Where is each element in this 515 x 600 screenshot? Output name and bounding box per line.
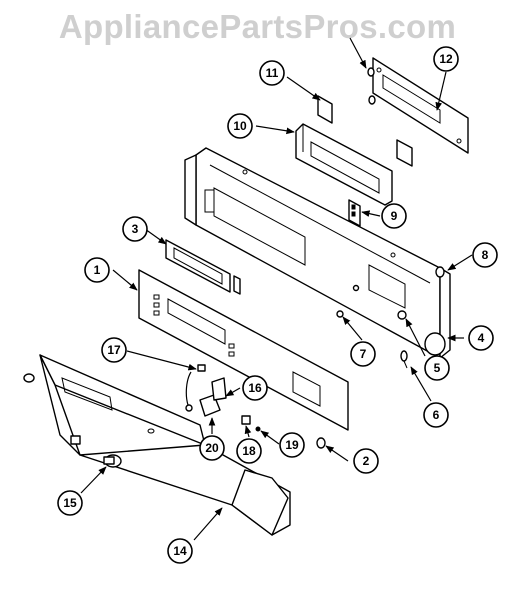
svg-text:12: 12 [439,52,453,66]
svg-text:10: 10 [233,119,247,133]
part-3-display-window [165,239,241,295]
svg-text:18: 18 [242,444,256,458]
svg-text:14: 14 [173,544,187,558]
callout-7: 7 [350,341,376,367]
callout-1: 1 [84,257,110,283]
svg-text:9: 9 [391,209,398,223]
callout-5: 5 [424,355,450,381]
part-11-lens-second [396,139,413,167]
callout-17: 17 [101,337,127,363]
callout-9: 9 [381,203,407,229]
part-8-screw [435,266,445,278]
part-20-bracket [199,377,227,417]
svg-text:4: 4 [478,331,485,345]
front-screw [23,373,35,383]
callout-12: 12 [433,46,459,72]
callout-14: 14 [167,538,193,564]
part-15-switch [103,454,122,468]
callout-18: 18 [236,438,262,464]
svg-text:11: 11 [266,66,279,80]
housing-screw [352,284,360,292]
svg-text:6: 6 [433,408,440,422]
part-14-front-panel [39,354,291,536]
callout-10: 10 [227,113,253,139]
callout-3: 3 [122,216,148,242]
part-2-screw [316,437,326,449]
svg-text:7: 7 [360,347,367,361]
callout-15: 15 [57,490,83,516]
svg-text:17: 17 [107,343,121,357]
callout-8: 8 [472,242,498,268]
callout-4: 4 [468,325,494,351]
svg-text:3: 3 [132,222,139,236]
callout-2: 2 [353,448,379,474]
svg-text:15: 15 [63,496,77,510]
part-1-overlay-panel [138,269,349,431]
part-5-fastener [397,310,407,320]
svg-text:5: 5 [434,361,441,375]
callout-19: 19 [279,432,305,458]
svg-text:1: 1 [94,263,101,277]
part-4-control-housing [184,147,451,359]
watermark-text: AppliancePartsPros.com [58,8,457,45]
callout-11: 11 [259,60,285,86]
svg-text:19: 19 [285,438,299,452]
front-clip [70,435,81,445]
part-11-lens [317,95,333,124]
callout-20: 20 [199,435,225,461]
svg-text:20: 20 [205,441,219,455]
part-19-screw [255,426,261,432]
part-12-trim-plate [372,57,469,154]
part-18-clip [241,415,251,425]
part-6-screw [400,350,408,369]
part-7-screw [336,310,344,318]
callout-16: 16 [242,375,268,401]
callout-6: 6 [423,402,449,428]
part-10-display-bracket [295,123,393,206]
svg-text:8: 8 [482,248,489,262]
svg-text:16: 16 [248,381,262,395]
part-9-connector [348,199,361,227]
svg-text:2: 2 [363,454,370,468]
part-17-wire-lead [185,364,206,412]
part-13-screws [367,67,376,105]
leader-lines [80,37,473,541]
